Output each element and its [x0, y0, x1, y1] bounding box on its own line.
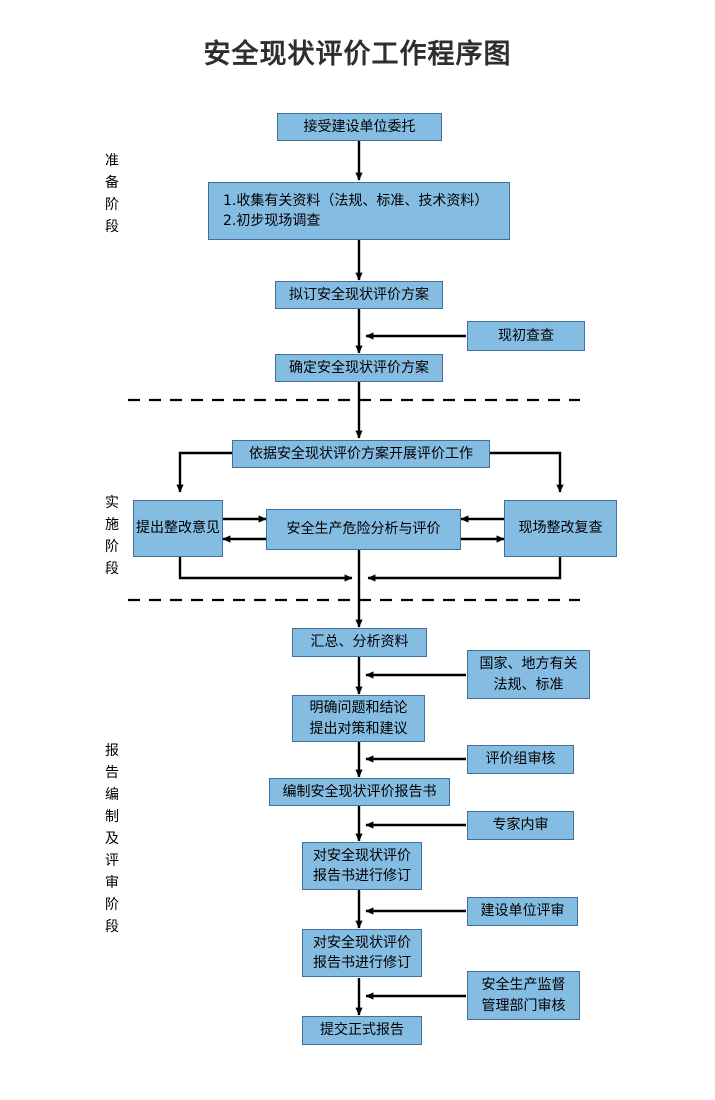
node-line: 现初查查	[498, 327, 554, 344]
node-line: 现场整改复查	[518, 520, 603, 537]
phase-char: 施	[105, 517, 119, 533]
phase-char: 段	[105, 219, 119, 235]
node-revise-report-1[interactable]: 对安全现状评价 报告书进行修订	[302, 842, 422, 890]
phase-char: 段	[105, 561, 119, 577]
node-summarize-analyze[interactable]: 汇总、分析资料	[292, 628, 427, 657]
node-hazard-analysis[interactable]: 安全生产危险分析与评价	[266, 509, 461, 550]
node-preliminary-survey[interactable]: 现初查查	[467, 321, 585, 351]
node-line: 提出整改意见	[136, 520, 220, 537]
node-line: 对安全现状评价	[313, 847, 411, 864]
node-line: 汇总、分析资料	[310, 634, 409, 651]
phase-char: 段	[105, 919, 119, 935]
node-line: 专家内审	[492, 817, 549, 834]
phase-char: 准	[105, 153, 119, 169]
node-line: 报告书进行修订	[313, 955, 411, 971]
node-line: 1.收集有关资料（法规、标准、技术资料）	[223, 192, 489, 209]
arrow-evaluation-to-recheck	[490, 451, 564, 493]
phase-char: 评	[105, 853, 119, 869]
node-line: 国家、地方有关	[479, 656, 578, 673]
phase-char: 备	[105, 175, 119, 191]
node-line: 接受建设单位委托	[303, 118, 416, 135]
node-draft-plan[interactable]: 拟订安全现状评价方案	[275, 281, 443, 309]
node-line: 依据安全现状评价方案开展评价工作	[249, 445, 473, 462]
node-line: 报告书进行修订	[313, 868, 411, 884]
node-line: 提出对策和建议	[309, 720, 408, 737]
node-rectification-opinion[interactable]: 提出整改意见	[133, 500, 223, 557]
phase-char: 编	[105, 787, 119, 803]
node-review-group-audit[interactable]: 评价组审核	[467, 745, 574, 774]
node-line: 确定安全现状评价方案	[289, 359, 429, 376]
node-confirm-plan[interactable]: 确定安全现状评价方案	[275, 354, 443, 382]
phase-char: 制	[105, 809, 119, 825]
node-line: 明确问题和结论	[309, 700, 408, 717]
phase-char: 告	[105, 765, 119, 781]
phase-char: 及	[105, 831, 119, 847]
node-line: 2.初步现场调查	[223, 213, 321, 229]
phase-char: 阶	[105, 897, 119, 913]
node-problems-conclusions[interactable]: 明确问题和结论 提出对策和建议	[292, 695, 425, 742]
node-safety-dept-audit[interactable]: 安全生产监督 管理部门审核	[467, 971, 580, 1020]
node-expert-internal-review[interactable]: 专家内审	[467, 811, 574, 840]
node-carry-out-evaluation[interactable]: 依据安全现状评价方案开展评价工作	[232, 440, 490, 468]
phase-char: 阶	[105, 539, 119, 555]
phase-char: 审	[105, 875, 119, 891]
node-line: 提交正式报告	[320, 1022, 404, 1039]
phase-label-prep: 准 备 阶 段	[99, 150, 125, 238]
node-line: 安全生产危险分析与评价	[286, 521, 441, 538]
node-owner-review[interactable]: 建设单位评审	[467, 897, 578, 926]
phase-label-implementation: 实 施 阶 段	[99, 492, 125, 580]
node-submit-final-report[interactable]: 提交正式报告	[302, 1016, 422, 1045]
node-line: 评价组审核	[485, 751, 556, 768]
phase-char: 实	[105, 495, 119, 511]
node-compile-report[interactable]: 编制安全现状评价报告书	[269, 778, 450, 806]
node-line: 管理部门审核	[481, 997, 566, 1014]
node-line: 对安全现状评价	[313, 934, 411, 951]
node-line: 编制安全现状评价报告书	[282, 783, 437, 800]
node-line: 安全生产监督	[481, 977, 566, 994]
arrow-opinion-merge-down	[178, 557, 353, 582]
arrow-recheck-merge-down	[367, 557, 562, 582]
node-line: 拟订安全现状评价方案	[289, 286, 429, 303]
node-accept-commission[interactable]: 接受建设单位委托	[277, 113, 442, 141]
node-national-local-regs[interactable]: 国家、地方有关 法规、标准	[467, 650, 590, 699]
phase-label-report: 报 告 编 制 及 评 审 阶 段	[99, 740, 125, 938]
phase-char: 报	[105, 743, 119, 759]
node-line: 法规、标准	[493, 676, 564, 693]
node-revise-report-2[interactable]: 对安全现状评价 报告书进行修订	[302, 929, 422, 977]
phase-char: 阶	[105, 197, 119, 213]
node-collect-materials[interactable]: 1.收集有关资料（法规、标准、技术资料） 2.初步现场调查	[208, 182, 510, 240]
page-title: 安全现状评价工作程序图	[203, 39, 512, 70]
node-line: 建设单位评审	[480, 903, 565, 920]
node-onsite-recheck[interactable]: 现场整改复查	[504, 500, 617, 557]
arrow-evaluation-to-opinion	[176, 451, 232, 493]
